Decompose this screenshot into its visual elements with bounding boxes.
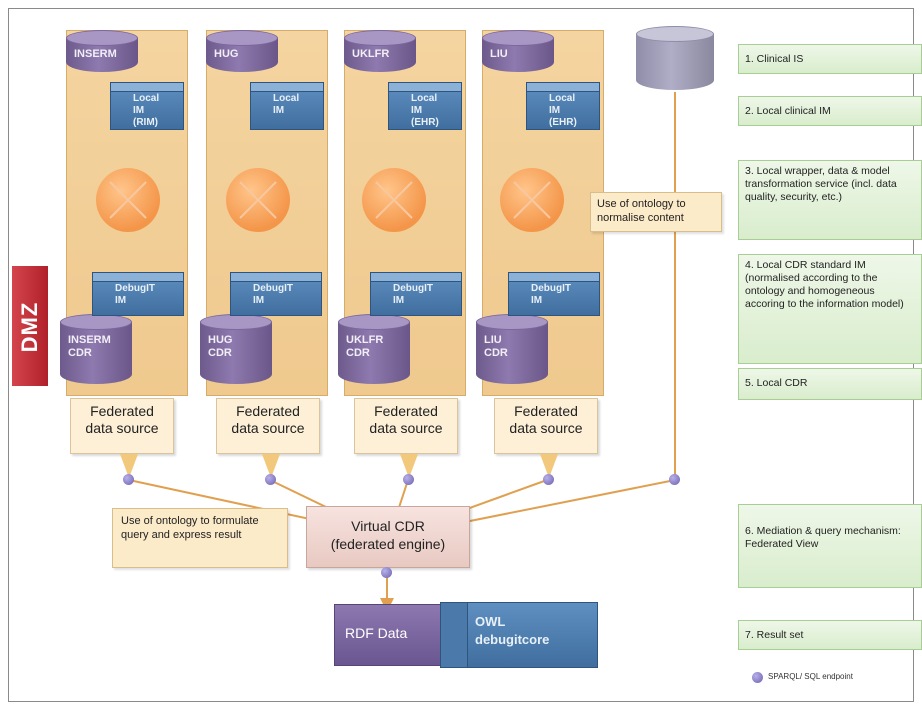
clinical-is-cylinder: LIU xyxy=(482,30,554,72)
legend-item-5: 5. Local CDR xyxy=(738,368,922,400)
legend-item-7: 7. Result set xyxy=(738,620,922,650)
debugit-im-box: DebugIT IM xyxy=(508,272,600,316)
cdr-cylinder: LIU CDR xyxy=(476,314,548,384)
endpoint-dot xyxy=(123,474,134,485)
pin-pointer xyxy=(540,454,558,478)
owl-ontology-box: OWL debugitcore xyxy=(440,602,598,668)
cdr-cylinder: HUG CDR xyxy=(200,314,272,384)
local-im-box: Local IM xyxy=(250,82,324,130)
endpoint-dot xyxy=(403,474,414,485)
federated-data-source: Federated data source xyxy=(354,398,458,454)
callout-ontology-query: Use of ontology to formulate query and e… xyxy=(112,508,288,568)
endpoint-legend-dot xyxy=(752,672,763,683)
endpoint-dot xyxy=(669,474,680,485)
ontology-cylinder xyxy=(636,26,714,90)
local-im-box: Local IM (EHR) xyxy=(388,82,462,130)
legend-item-1: 1. Clinical IS xyxy=(738,44,922,74)
source-name: INSERM xyxy=(74,48,117,60)
federated-data-source: Federated data source xyxy=(494,398,598,454)
endpoint-dot xyxy=(381,567,392,578)
transform-service-icon xyxy=(362,168,426,232)
callout-ontology-normalise: Use of ontology to normalise content xyxy=(590,192,722,232)
legend-item-4: 4. Local CDR standard IM (normalised acc… xyxy=(738,254,922,364)
pin-pointer xyxy=(262,454,280,478)
pin-pointer xyxy=(120,454,138,478)
rdf-data-box: RDF Data xyxy=(334,604,446,666)
legend-item-6: 6. Mediation & query mechanism: Federate… xyxy=(738,504,922,588)
cdr-cylinder: INSERM CDR xyxy=(60,314,132,384)
clinical-is-cylinder: UKLFR xyxy=(344,30,416,72)
clinical-is-cylinder: HUG xyxy=(206,30,278,72)
debugit-im-box: DebugIT IM xyxy=(230,272,322,316)
virtual-cdr-engine: Virtual CDR (federated engine) xyxy=(306,506,470,568)
pin-pointer xyxy=(400,454,418,478)
endpoint-legend-label: SPARQL/ SQL endpoint xyxy=(768,672,853,681)
cdr-cylinder: UKLFR CDR xyxy=(338,314,410,384)
debugit-im-box: DebugIT IM xyxy=(92,272,184,316)
local-im-box: Local IM (RIM) xyxy=(110,82,184,130)
federated-data-source: Federated data source xyxy=(70,398,174,454)
federated-data-source: Federated data source xyxy=(216,398,320,454)
clinical-is-cylinder: INSERM xyxy=(66,30,138,72)
endpoint-dot xyxy=(543,474,554,485)
legend-item-2: 2. Local clinical IM xyxy=(738,96,922,126)
transform-service-icon xyxy=(226,168,290,232)
endpoint-dot xyxy=(265,474,276,485)
transform-service-icon xyxy=(96,168,160,232)
local-im-box: Local IM (EHR) xyxy=(526,82,600,130)
debugit-im-box: DebugIT IM xyxy=(370,272,462,316)
dmz-banner: DMZ xyxy=(12,266,48,386)
transform-service-icon xyxy=(500,168,564,232)
legend-item-3: 3. Local wrapper, data & model transform… xyxy=(738,160,922,240)
